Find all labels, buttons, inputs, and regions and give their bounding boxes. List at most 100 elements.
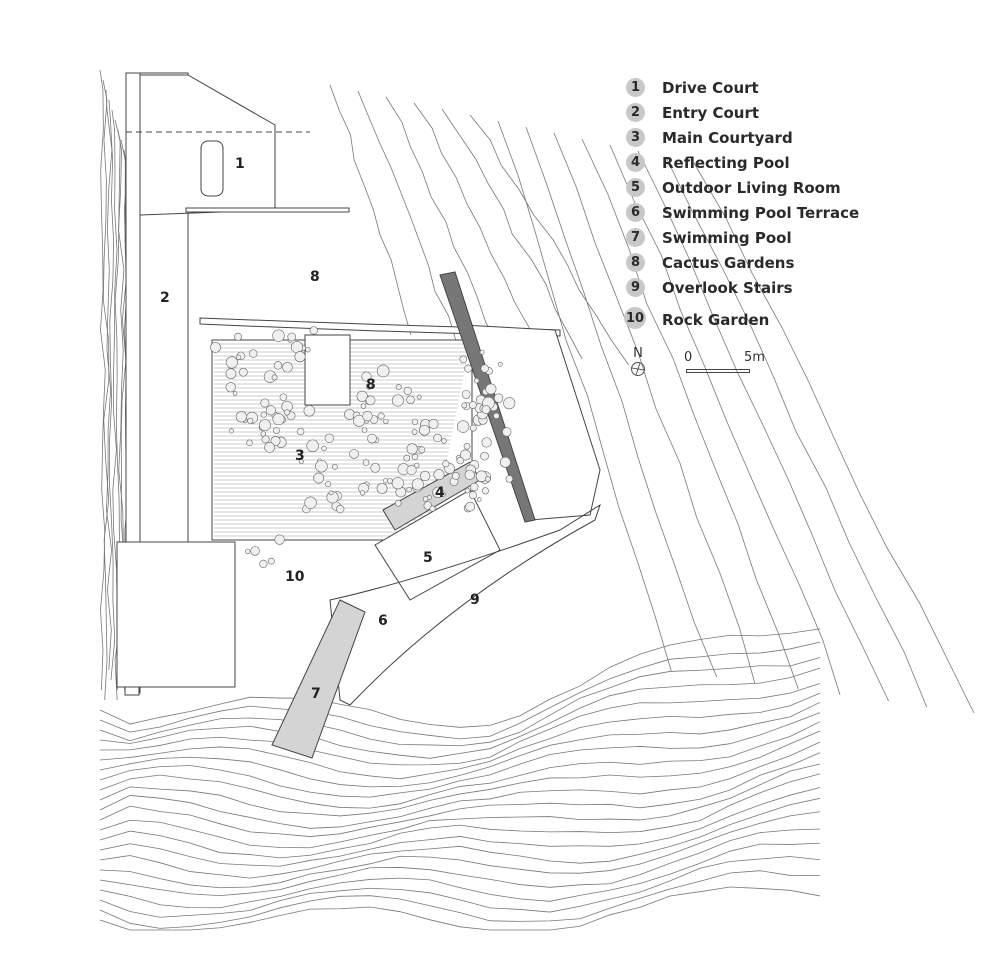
cactus-plant [391, 394, 404, 407]
cactus-plant [282, 362, 293, 373]
cactus-plant [461, 389, 471, 399]
legend-label: Swimming Pool [662, 228, 792, 247]
cactus-plant [411, 453, 419, 461]
guest-step [124, 686, 140, 696]
cactus-plant [451, 472, 460, 480]
cactus-plant [484, 476, 491, 482]
cactus-plant [428, 418, 439, 429]
cactus-plant [497, 361, 503, 367]
plan-label-8b: 8 [366, 377, 376, 393]
cactus-plant [419, 470, 431, 482]
legend-label: Rock Garden [662, 311, 770, 329]
cactus-plant [260, 411, 267, 418]
cactus-plant [475, 470, 488, 482]
cactus-plant [505, 475, 514, 483]
cactus-plant [476, 497, 482, 502]
cactus-plant [210, 341, 221, 353]
contour-line [99, 752, 821, 837]
cactus-plant [361, 427, 368, 433]
cactus-plant [403, 454, 411, 462]
cactus-plant [464, 469, 475, 480]
cactus-plant [406, 465, 417, 476]
contour-lines [99, 69, 975, 931]
plan-labels: 1 2 3 4 5 6 7 8 8 9 10 [160, 156, 480, 702]
cactus-plant [249, 349, 258, 358]
cactus-plant [279, 393, 288, 401]
legend-number: 7 [626, 228, 645, 247]
drive-wall [185, 207, 350, 213]
contour-line [99, 797, 821, 879]
legend-number: 6 [626, 203, 645, 222]
cactus-plant [473, 377, 480, 384]
cactus-plant [493, 412, 500, 420]
cactus-plant [273, 361, 283, 370]
cactus-plant [394, 499, 402, 507]
cactus-plant [499, 456, 511, 468]
legend-number: 10 [624, 307, 646, 329]
contour-line [497, 120, 672, 672]
legend-number: 8 [626, 253, 645, 272]
plan-label-7: 7 [311, 686, 321, 702]
cactus-plant [422, 496, 429, 502]
plan-label-2: 2 [160, 290, 170, 306]
cactus-plant [260, 431, 267, 437]
north-label: N [633, 346, 643, 361]
cactus-plant [391, 477, 404, 490]
contour-line [637, 150, 889, 702]
cactus-plant [260, 398, 270, 408]
cactus-plant [259, 559, 268, 568]
contour-line [525, 126, 718, 678]
legend-number: 3 [626, 128, 645, 147]
scale-bar-graphic [686, 369, 750, 373]
cactus-plant [306, 439, 319, 453]
buildings [116, 72, 601, 759]
cactus-plant [382, 478, 389, 484]
cactus-plant [233, 332, 242, 341]
contour-line [99, 842, 821, 909]
contour-line [99, 641, 821, 740]
cactus-plant [468, 401, 477, 409]
plan-label-4: 4 [435, 485, 445, 501]
contour-line [99, 811, 821, 889]
cactus-plant [359, 490, 366, 496]
cactus-plant [331, 463, 338, 470]
cactus-plant [469, 424, 477, 432]
cactus-plant [228, 428, 234, 434]
cactus-plant [481, 437, 492, 448]
contour-line [469, 114, 630, 366]
cactus-plant [235, 354, 242, 360]
cactus-plant [442, 460, 450, 468]
plan-label-5: 5 [423, 550, 433, 566]
contour-line [99, 667, 821, 759]
contour-line [99, 692, 821, 780]
cactus-plant [456, 420, 470, 433]
legend-item: 10 Rock Garden [624, 300, 859, 329]
contour-line [665, 156, 928, 708]
contour-line [99, 730, 821, 817]
cactus-plant [481, 487, 489, 495]
cactus-plant [468, 491, 477, 500]
cactus-plant [225, 356, 238, 369]
cactus-plant [304, 496, 317, 509]
cactus-plant [305, 347, 311, 353]
north-arrow: N [628, 346, 648, 381]
cactus-plant [480, 364, 489, 373]
cactus-plant [246, 439, 253, 447]
cactus-plant [406, 486, 412, 493]
cactus-plant [433, 469, 445, 481]
cactus-plant [461, 402, 468, 409]
cactus-plant [247, 417, 254, 424]
legend-item: 7 Swimming Pool [626, 225, 859, 250]
cactus-plant [387, 478, 393, 484]
cactus-plant [360, 403, 367, 409]
contour-line [99, 787, 821, 867]
legend-label: Reflecting Pool [662, 153, 790, 172]
cactus-plant [418, 446, 426, 454]
cactus-plant [503, 397, 516, 410]
contour-line [693, 162, 975, 714]
outdoor-living-room [374, 489, 501, 601]
scale-start: 0 [684, 350, 693, 365]
